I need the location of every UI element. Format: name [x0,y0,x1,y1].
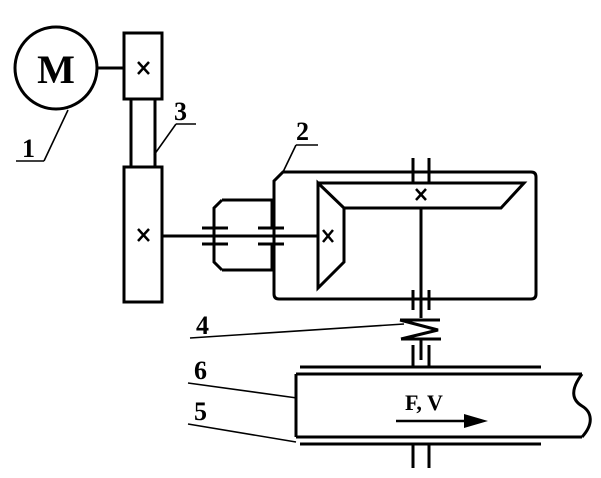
bearing-bracket-left [212,198,224,272]
callout-3: 3 [153,97,196,156]
belt-drive [122,31,164,304]
input-shaft-bearings [202,198,284,272]
callout-4: 4 [189,311,405,340]
driven-gear-cross-b [415,188,427,201]
motor-symbol: M [37,47,75,92]
callout-2-text: 2 [296,117,309,146]
callout-5-leader [187,423,297,443]
callout-4-text: 4 [196,311,209,340]
callout-1-leader [43,109,69,162]
callout-6-leader [187,382,298,399]
top-pulley [122,31,164,101]
motion-arrow-head [464,414,488,428]
coupling-zigzag [399,318,439,341]
callout-5-text: 5 [194,397,207,426]
callout-1: 1 [16,109,69,163]
bevel-gear-reducer [272,158,538,310]
callout-6-text: 6 [194,356,207,385]
force-velocity-label: F, V [405,390,443,415]
driving-bevel-gear [316,179,346,292]
coupling [399,318,441,341]
callout-2-leader [282,144,297,173]
conveyor-drum [294,365,592,446]
callout-1-text: 1 [22,134,35,163]
callout-3-leader [153,123,177,156]
top-pulley-cross-b [137,61,150,75]
driving-gear-cross-b [322,229,334,243]
electric-motor: M [13,25,124,111]
callout-6: 6 [187,356,298,399]
reducer-housing [272,170,538,301]
callout-4-leader [189,323,405,339]
force-velocity-indicator: F, V [396,390,488,428]
belt-break-line [572,373,592,439]
bottom-pulley-cross-b [137,228,150,242]
callout-2: 2 [282,117,318,173]
callout-5: 5 [187,397,297,443]
callout-3-text: 3 [174,97,187,126]
